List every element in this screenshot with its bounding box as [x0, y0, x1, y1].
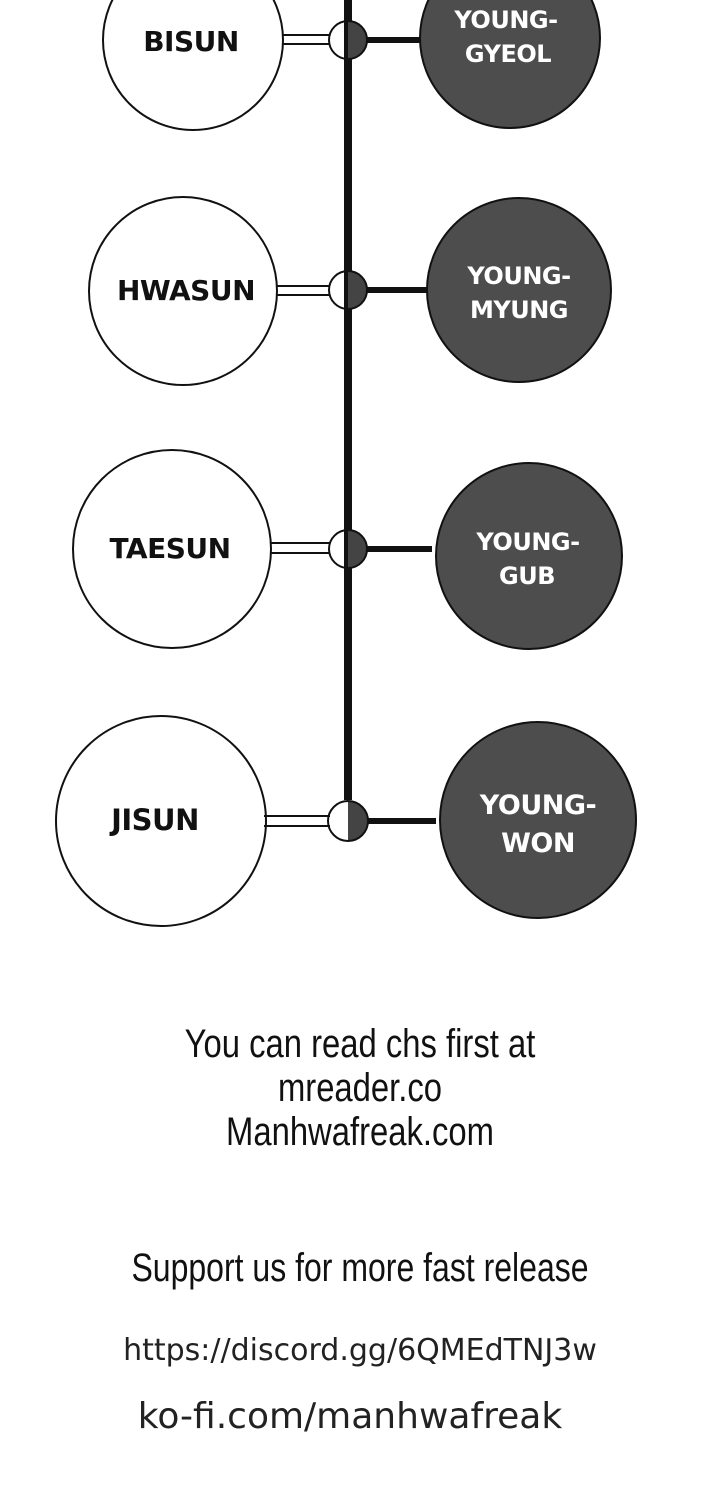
- junction: [328, 270, 368, 310]
- pair-row: HWASUN YOUNG- MYUNG: [88, 196, 612, 386]
- right-node-label-line-1: YOUNG-: [479, 790, 596, 821]
- right-node: [426, 197, 612, 383]
- site-link-manhwafreak[interactable]: Manhwafreak.com: [226, 1110, 494, 1154]
- right-node: [439, 721, 637, 919]
- kofi-link[interactable]: ko-fi.com/manhwafreak: [137, 1396, 563, 1437]
- left-node: [102, 0, 284, 131]
- left-node-label: TAESUN: [109, 532, 230, 565]
- right-node-label-line-2: WON: [501, 828, 575, 859]
- right-node-label-line-1: YOUNG-: [466, 262, 570, 290]
- right-node-label-line-2: MYUNG: [470, 296, 568, 324]
- junction-right-half: [348, 271, 367, 309]
- junction: [327, 800, 369, 842]
- right-node: [419, 0, 601, 129]
- right-node: [435, 462, 623, 650]
- junction: [328, 529, 368, 569]
- left-node: [72, 449, 272, 649]
- site-link-mreader[interactable]: mreader.co: [277, 1066, 443, 1110]
- pair-row: BISUN YOUNG- GYEOL: [102, 0, 601, 131]
- left-node: [55, 715, 267, 927]
- left-node-label: BISUN: [143, 25, 239, 58]
- junction-right-half: [348, 21, 367, 59]
- left-node: [88, 196, 278, 386]
- junction: [328, 20, 368, 60]
- support-banner: Support us for more fast release: [131, 1246, 589, 1290]
- pair-row: JISUN YOUNG- WON: [55, 715, 637, 927]
- right-node-label-line-2: GYEOL: [465, 40, 551, 68]
- right-node-label-line-1: YOUNG-: [453, 6, 557, 34]
- junction-right-half: [348, 530, 367, 568]
- read-first-line: You can read chs first at: [184, 1022, 536, 1066]
- left-node-label: HWASUN: [117, 274, 255, 307]
- lineage-diagram: BISUN YOUNG- GYEOL HWASUN YOUNG- MYUNG T…: [55, 0, 637, 927]
- junction-right-half: [348, 801, 368, 841]
- right-node-label-line-2: GUB: [499, 562, 555, 590]
- left-node-label: JISUN: [109, 803, 199, 837]
- read-first-promo: You can read chs first at mreader.co Man…: [65, 1022, 655, 1154]
- pair-row: TAESUN YOUNG- GUB: [72, 449, 623, 650]
- discord-link[interactable]: https://discord.gg/6QMEdTNJ3w: [123, 1333, 597, 1368]
- right-node-label-line-1: YOUNG-: [475, 528, 579, 556]
